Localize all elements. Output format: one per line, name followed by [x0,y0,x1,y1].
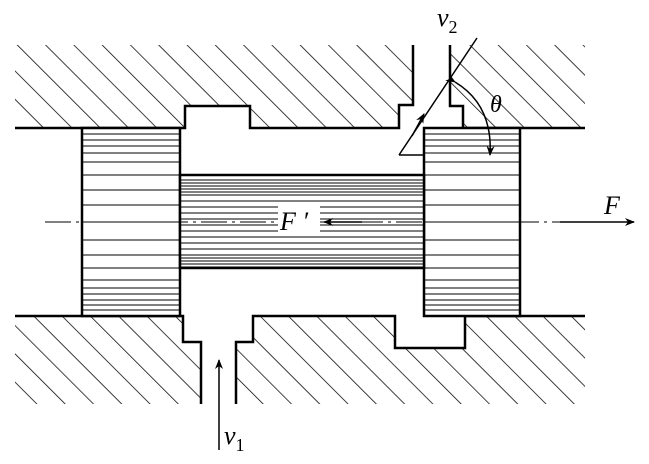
bottom-die [15,314,585,404]
theta-label: θ [490,92,502,118]
theta-arc [445,73,495,156]
v2-label: v2 [437,3,458,37]
v1-label: v1 [224,421,245,455]
v2-velocity-triangle [398,37,478,156]
force-f-prime-label: F ′ [279,207,308,236]
force-f-label: F [603,191,621,220]
